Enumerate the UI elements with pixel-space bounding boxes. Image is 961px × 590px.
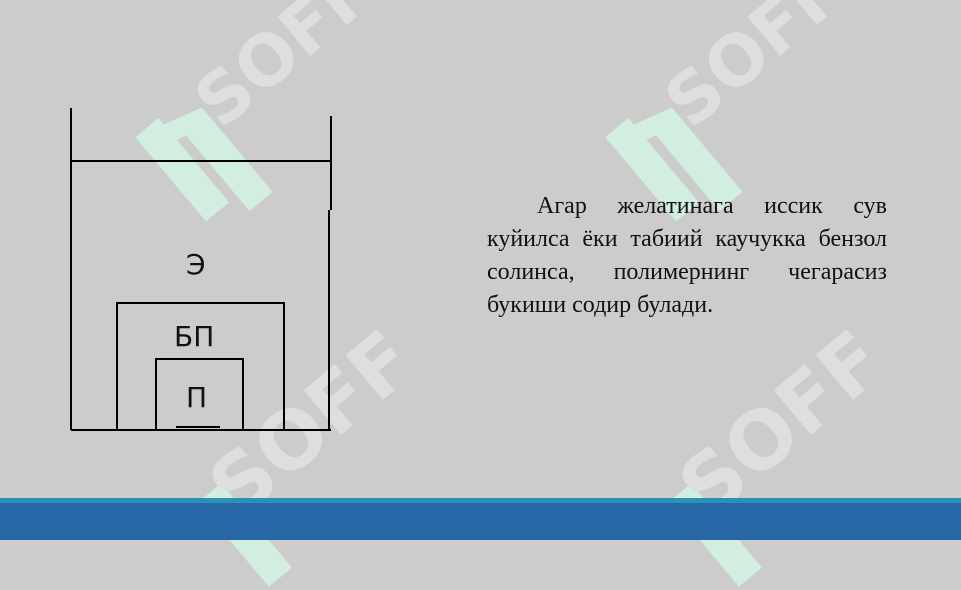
footer-bar [0,503,961,540]
swelling-diagram: Э БП П [70,108,332,431]
label-middle: БП [174,320,214,353]
footer-accent-line [0,498,961,503]
label-outer: Э [186,248,206,281]
label-inner: П [186,381,207,414]
description-paragraph: Агар желатинага иссик сув куйилса ёки та… [487,193,887,318]
polymer-region [155,358,244,431]
